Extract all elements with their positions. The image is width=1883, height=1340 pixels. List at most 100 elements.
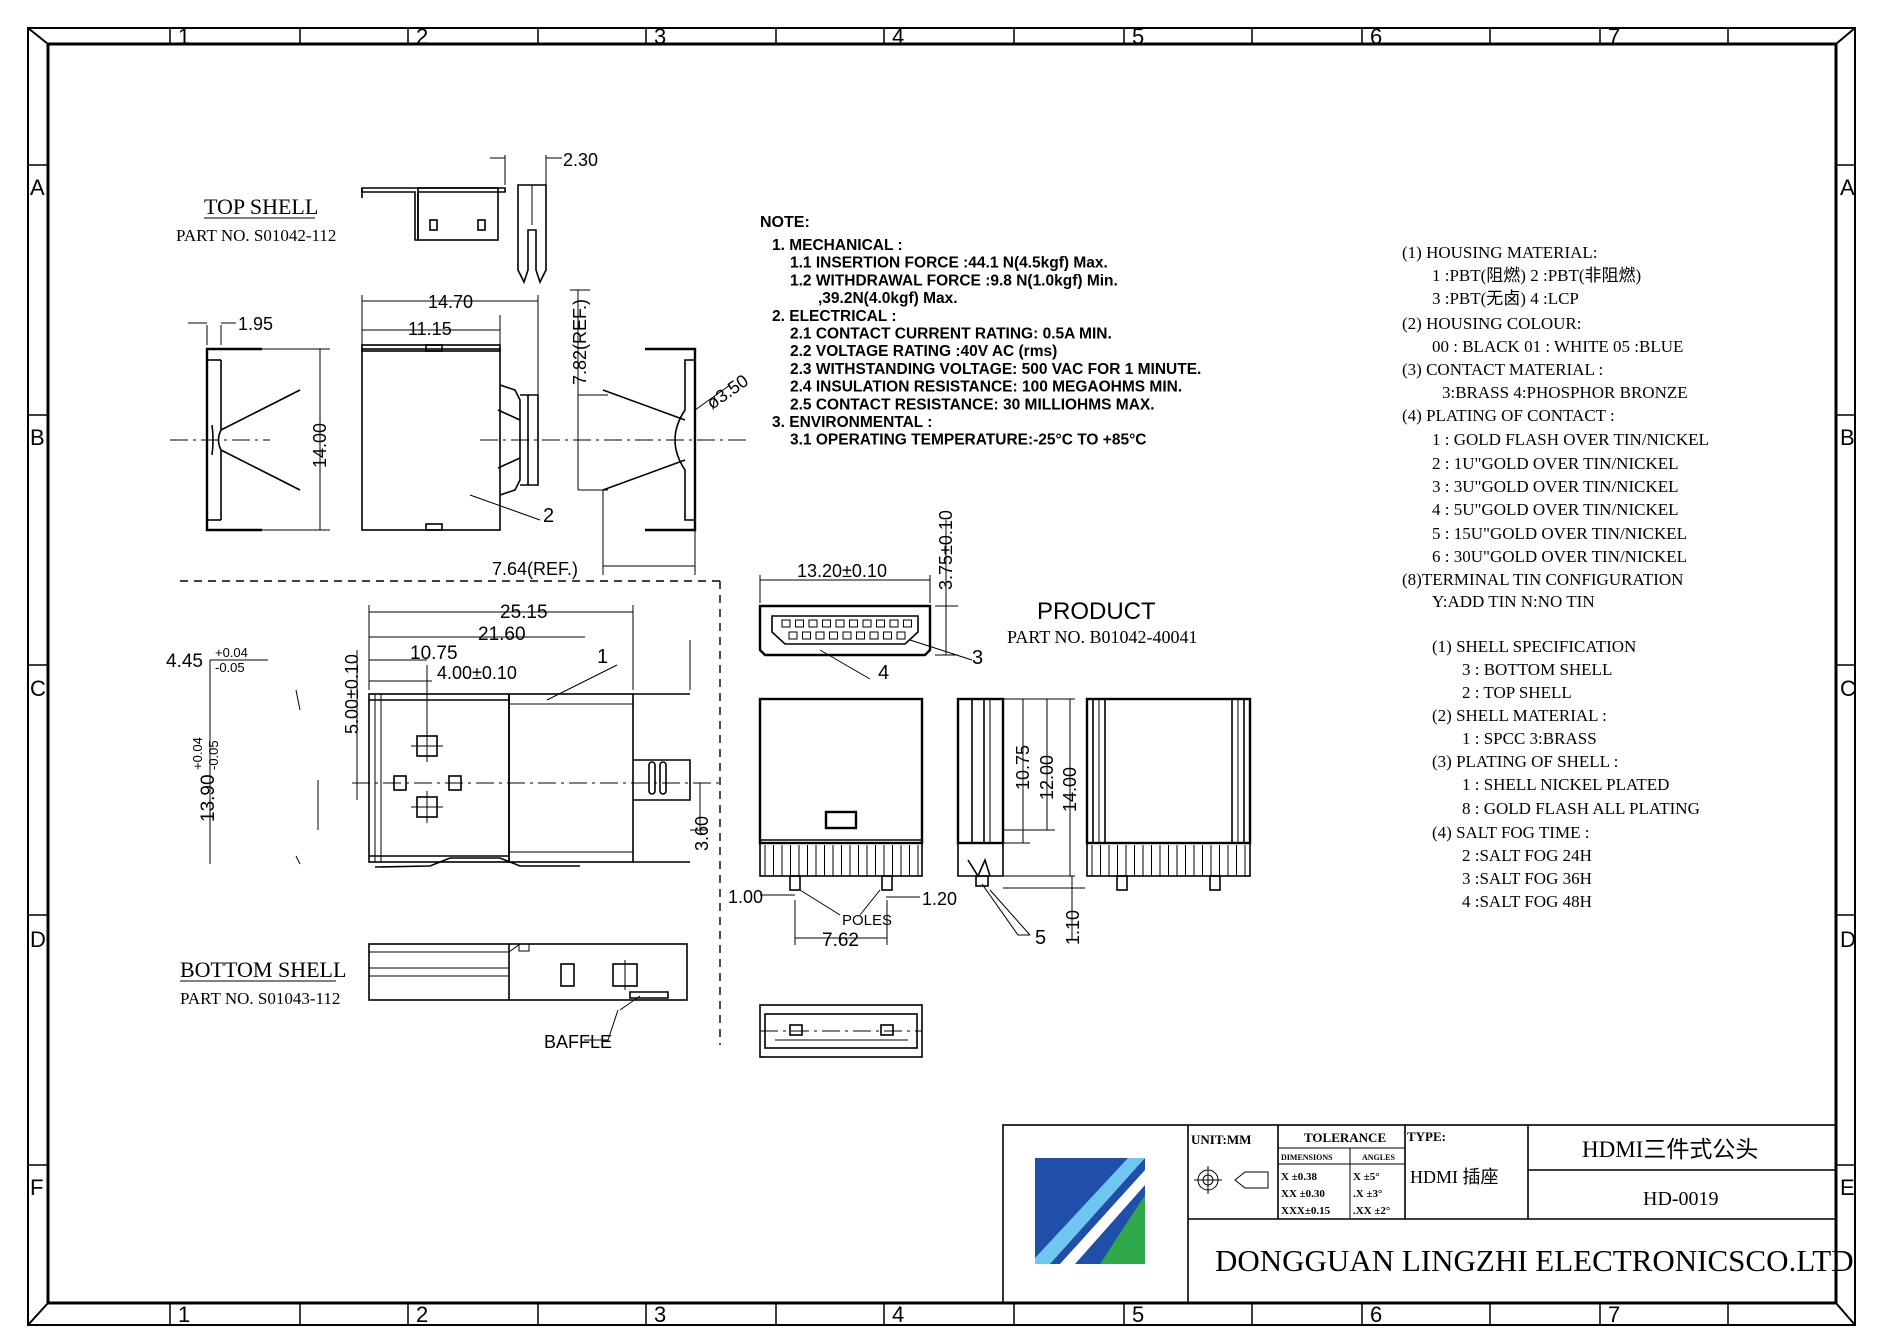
contact-pin [896,631,906,640]
product-label: PRODUCT PART NO. B01042-40041 [1007,598,1197,647]
tolerance-angle: X ±5° [1353,1171,1380,1183]
spec-line: 1 : GOLD FLASH OVER TIN/NICKEL [1432,430,1709,449]
spec-line: 1 :PBT(阻燃) 2 :PBT(非阻燃) [1432,266,1641,285]
dim-1-95: 1.95 [238,314,273,334]
dim-7-82-ref: 7.82(REF.) [570,299,590,385]
spec-line: Y:ADD TIN N:NO TIN [1432,592,1595,611]
note-line: 2.4 INSULATION RESISTANCE: 100 MEGAOHMS … [790,379,1182,396]
dim-5-00: 5.00±0.10 [342,654,362,734]
company-name: DONGGUAN LINGZHI ELECTRONICSCO.LTD [1215,1243,1854,1278]
note-line: 2.3 WITHSTANDING VOLTAGE: 500 VAC FOR 1 … [790,361,1201,378]
spec-line: 2 : 1U"GOLD OVER TIN/NICKEL [1432,454,1679,473]
tolerance-dim: XX ±0.30 [1281,1188,1325,1200]
tolerance-label: TOLERANCE [1304,1130,1386,1145]
dim-14-70: 14.70 [428,292,473,312]
contact-pin [795,619,804,628]
baffle-label: BAFFLE [544,1032,612,1052]
spec-line: (2) SHELL MATERIAL : [1432,706,1607,725]
unit-label: UNIT:MM [1191,1132,1251,1147]
spec-line: 1 : SHELL NICKEL PLATED [1462,775,1669,794]
dim-21-60: 21.60 [478,624,526,645]
product-title: PRODUCT [1037,598,1156,625]
dim-7-64-ref: 7.64(REF.) [492,559,578,579]
product-front-face-view: 13.20±0.10 3.75±0.10 3 4 [758,510,983,684]
contact-pin [781,619,791,628]
spec-line: 3 : BOTTOM SHELL [1462,660,1612,679]
contact-pin [835,619,845,628]
drawing-frame [27,27,1856,1326]
row-label-left-D: D [30,927,46,952]
dim-10-75-a: 10.75 [410,643,458,664]
bottom-shell-title: BOTTOM SHELL [180,957,346,982]
note-line: 1.1 INSERTION FORCE :44.1 N(4.5kgf) Max. [790,255,1108,272]
top-shell-end-view-left: 1.95 14.00 [170,314,330,532]
spec-line: (8)TERMINAL TIN CONFIGURATION [1402,570,1683,589]
spec-line: 3:BRASS 4:PHOSPHOR BRONZE [1442,383,1688,402]
dim-4-45-lower-tol: -0.05 [215,660,245,675]
top-shell-end-view-right: 7.82(REF.) ø3.50 7.64(REF.) [492,289,752,579]
contact-pin [856,631,865,640]
top-shell-label: TOP SHELL PART NO. S01042-112 [176,194,336,245]
dim-10-75-b: 10.75 [1013,745,1033,790]
note-line: 1.2 WITHDRAWAL FORCE :9.8 N(1.0kgf) Min. [790,272,1118,289]
dim-1-10: 1.10 [1063,910,1083,945]
note-line: 1. MECHANICAL : [772,237,903,254]
spec-line: 1 : SPCC 3:BRASS [1462,729,1597,748]
notes-block: NOTE: 1. MECHANICAL :1.1 INSERTION FORCE… [760,214,1201,449]
row-label-left-C: C [30,676,46,701]
drawing-name: HDMI三件式公头 [1582,1137,1758,1162]
tolerance-angle: .X ±3° [1353,1188,1382,1200]
spec-line: (4) PLATING OF CONTACT : [1402,406,1615,425]
contact-pin [849,619,858,628]
dim-25-15: 25.15 [500,602,548,623]
contact-pin [883,631,892,640]
dim-4-00: 4.00±0.10 [437,663,517,683]
row-label-left-A: A [30,175,45,200]
spec-line: (1) SHELL SPECIFICATION [1432,637,1636,656]
contact-pin [889,619,899,628]
tolerance-angle: .XX ±2° [1353,1205,1390,1217]
poles-label: POLES [842,912,892,929]
terminal-tails-rear [1091,845,1246,876]
column-label-bottom-3: 3 [654,1302,666,1327]
dim-dia-3-50: ø3.50 [703,370,752,413]
row-label-right-A: A [1840,175,1855,200]
note-line: 2.1 CONTACT CURRENT RATING: 0.5A MIN. [790,326,1112,343]
column-label-4: 4 [892,24,904,49]
contact-pin [862,619,872,628]
spec-line: (2) HOUSING COLOUR: [1402,314,1581,333]
note-line: ,39.2N(4.0kgf) Max. [818,290,958,307]
dim-13-20: 13.20±0.10 [797,561,887,581]
contact-pin [876,619,885,628]
dim-4-45: 4.45 [166,651,203,672]
column-label-bottom-7: 7 [1608,1302,1620,1327]
column-label-5: 5 [1132,24,1144,49]
contact-pin [788,631,798,640]
contact-pin [869,631,879,640]
contact-pin [815,631,825,640]
callout-4: 4 [878,662,889,684]
bottom-shell-plan-view: 25.15 21.60 10.75 4.00±0.10 1 5.00±0.10 … [166,602,720,868]
type-label: TYPE: [1407,1129,1446,1144]
product-side-view: 10.75 12.00 14.00 1.10 5 [956,697,1085,949]
contact-pin [808,619,818,628]
dim-13-90: 13.90 [198,774,219,822]
row-label-left-B: B [30,425,45,450]
column-label-bottom-1: 1 [178,1302,190,1327]
product-rear-view [1085,697,1252,891]
callout-3: 3 [972,647,983,669]
row-label-right-E: E [1840,1175,1855,1200]
row-label-right-B: B [1840,425,1855,450]
dim-13-90-upper-tol: +0.04 [190,737,205,770]
dimensions-head: DIMENSIONS [1281,1153,1333,1162]
drawing-number: HD-0019 [1643,1188,1719,1210]
row-label-left-F: F [30,1175,43,1200]
top-shell-side-view: 2.30 [361,150,598,285]
spec-line: (3) PLATING OF SHELL : [1432,752,1618,771]
callout-5: 5 [1035,927,1046,949]
note-line: 3.1 OPERATING TEMPERATURE:-25°C TO +85°C [790,432,1146,449]
tolerance-dim: X ±0.38 [1281,1171,1317,1183]
